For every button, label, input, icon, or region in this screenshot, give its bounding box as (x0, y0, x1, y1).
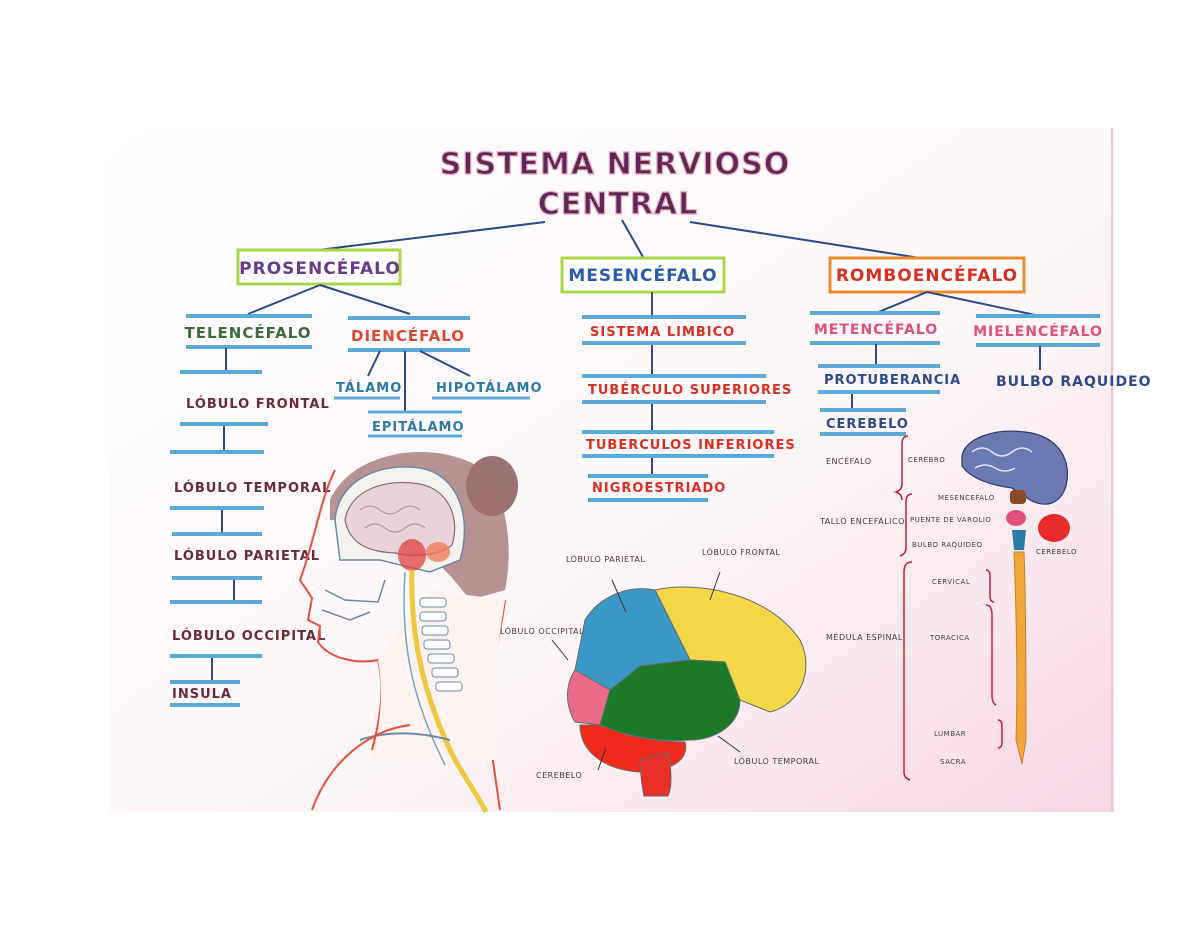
level2-connectors (247, 284, 1041, 317)
cervical-label: CERVICAL (932, 578, 970, 586)
label-occipital: LÓBULO OCCIPITAL (500, 625, 584, 636)
mesencefalo-label: MESENCÉFALO (568, 264, 717, 286)
jaw-skeleton (321, 579, 386, 621)
cerebelo-item: CEREBELO (826, 417, 909, 432)
lobe-labels: LÓBULO PARIETAL LÓBULO FRONTAL LÓBULO OC… (500, 546, 819, 780)
mesencefalo-items: SISTEMA LIMBICO TUBÉRCULO SUPERIORES TUB… (586, 325, 796, 496)
lobulo-parietal-item: LÓBULO PARIETAL (174, 548, 320, 564)
mesencefalo-bars (582, 315, 774, 502)
medula-label: MÉDULA ESPINAL (826, 631, 903, 642)
telencefalo-label: TELENCÉFALO (184, 323, 311, 342)
diencefalo-label: DIENCÉFALO (351, 326, 465, 345)
mielencefalo-label: MIELENCÉFALO (973, 323, 1103, 340)
shoulder-line (311, 724, 411, 811)
epitalamo-item: EPITÁLAMO (372, 419, 465, 435)
talamo-item: TÁLAMO (336, 380, 402, 396)
bulbo-raquideo-item: BULBO RAQUIDEO (996, 374, 1152, 390)
sistema-limbico-item: SISTEMA LIMBICO (590, 325, 735, 340)
frontal-lobe (654, 586, 807, 713)
cns-brackets (893, 435, 1003, 781)
diencefalo-bars (334, 396, 530, 438)
lobe-arrows (551, 571, 741, 771)
mesencefalo-part-label: MESENCEFALO (938, 494, 995, 502)
spinal-cord (409, 569, 489, 814)
tuberculos-inferiores-item: TUBERCULOS INFERIORES (586, 438, 796, 453)
brain-stem (639, 751, 672, 797)
cerebellum-highlight (426, 542, 450, 562)
bulbo-label: BULBO RAQUIDEO (912, 541, 983, 549)
title-line-1: SISTEMA NERVIOSO (440, 147, 791, 182)
cns-cerebellum (1038, 514, 1070, 542)
rombencefalo-label: ROMBOENCÉFALO (836, 264, 1018, 286)
title-line-2: CENTRAL (538, 187, 699, 222)
rombencefalo-bars (818, 364, 940, 436)
prosencefalo-box: PROSENCÉFALO (236, 248, 402, 286)
hipotalamo-item: HIPOTÁLAMO (436, 380, 543, 396)
cns-spinal-cord (1013, 551, 1027, 765)
brain (344, 481, 456, 556)
telencefalo-bars (170, 370, 268, 707)
lobulo-temporal-item: LÓBULO TEMPORAL (174, 480, 331, 496)
metencefalo-label: METENCÉFALO (814, 321, 938, 338)
sacra-label: SACRA (940, 758, 966, 766)
brainstem-highlight (398, 539, 426, 571)
prosencefalo-label: PROSENCÉFALO (239, 257, 401, 279)
diencefalo-node: DIENCÉFALO (348, 316, 470, 352)
lumbar-label: LUMBAR (934, 730, 966, 738)
label-temporal: LÓBULO TEMPORAL (734, 755, 819, 766)
cns-diagram: ENCÉFALO TALLO ENCEFÁLICO MÉDULA ESPINAL… (819, 430, 1077, 781)
mielencefalo-node: MIELENCÉFALO (973, 314, 1103, 347)
rombencefalo-items: PROTUBERANCIA CEREBELO BULBO RAQUIDEO (824, 373, 1152, 432)
cns-medulla (1012, 530, 1026, 550)
puente-label: PUENTE DE VAROLIO (910, 516, 991, 524)
rombencefalo-box: ROMBOENCÉFALO (828, 256, 1026, 294)
nigroestriado-item: NIGROESTRIADO (592, 481, 726, 496)
head-profile-illustration (298, 451, 518, 814)
toracica-label: TORACICA (929, 634, 970, 642)
lobulo-frontal-item: LÓBULO FRONTAL (186, 396, 330, 412)
main-title: SISTEMA NERVIOSO CENTRAL (439, 146, 791, 222)
cns-section-labels: ENCÉFALO TALLO ENCEFÁLICO MÉDULA ESPINAL (819, 455, 905, 642)
cns-mesencephalon (1010, 490, 1026, 504)
label-frontal: LÓBULO FRONTAL (702, 546, 781, 557)
diencefalo-connectors (367, 350, 471, 412)
cns-pons (1006, 510, 1026, 526)
label-cerebelo: CEREBELO (536, 771, 582, 780)
lobes-brain-illustration: LÓBULO PARIETAL LÓBULO FRONTAL LÓBULO OC… (500, 546, 819, 797)
cerebelo-part-label: CEREBELO (1036, 548, 1077, 556)
telencefalo-chain (211, 348, 235, 680)
metencefalo-node: METENCÉFALO (810, 311, 940, 345)
cerebro-label: CEREBRO (908, 456, 945, 464)
tallo-label: TALLO ENCEFÁLICO (819, 515, 905, 526)
telencefalo-node: TELENCÉFALO (184, 314, 312, 349)
cns-part-labels: CEREBRO MESENCEFALO PUENTE DE VAROLIO BU… (908, 456, 1077, 766)
tuberculo-superiores-item: TUBÉRCULO SUPERIORES (588, 382, 792, 398)
title-connectors (317, 219, 921, 259)
telencefalo-items: LÓBULO FRONTAL LÓBULO TEMPORAL LÓBULO PA… (172, 396, 331, 702)
insula-item: INSULA (172, 687, 232, 702)
label-parietal: LÓBULO PARIETAL (566, 553, 645, 564)
diencefalo-items: TÁLAMO HIPOTÁLAMO EPITÁLAMO (336, 380, 543, 435)
mesencefalo-box: MESENCÉFALO (560, 256, 726, 294)
protuberancia-item: PROTUBERANCIA (824, 373, 961, 388)
encefalo-label: ENCÉFALO (826, 455, 872, 466)
vertebrae (419, 597, 463, 692)
rombencefalo-chain (851, 344, 1041, 410)
clavicle (359, 732, 451, 741)
lobulo-occipital-item: LÓBULO OCCIPITAL (172, 628, 326, 644)
